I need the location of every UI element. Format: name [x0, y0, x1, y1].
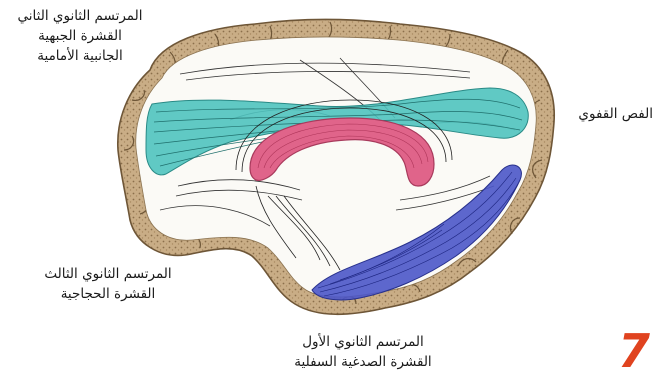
label-secondary-projection-2: المرتسم الثانوي الثاني القشرة الجبهية ال…	[10, 6, 150, 66]
page-number: 7	[618, 326, 650, 376]
label-secondary-1-line1: المرتسم الثانوي الأول	[268, 332, 458, 352]
label-occipital-text: الفص القفوي	[567, 104, 653, 124]
label-occipital-lobe: الفص القفوي	[567, 104, 653, 124]
label-secondary-2-line1: المرتسم الثانوي الثاني	[10, 6, 150, 26]
label-secondary-3-line1: المرتسم الثانوي الثالث	[30, 264, 186, 284]
label-secondary-projection-1: المرتسم الثانوي الأول القشرة الصدغية الس…	[268, 332, 458, 372]
label-secondary-projection-3: المرتسم الثانوي الثالث القشرة الحجاجية	[30, 264, 186, 304]
label-secondary-2-line2: القشرة الجبهية	[10, 26, 150, 46]
label-secondary-1-line2: القشرة الصدغية السفلية	[268, 352, 458, 372]
label-secondary-3-line2: القشرة الحجاجية	[30, 284, 186, 304]
label-secondary-2-line3: الجانبية الأمامية	[10, 46, 150, 66]
